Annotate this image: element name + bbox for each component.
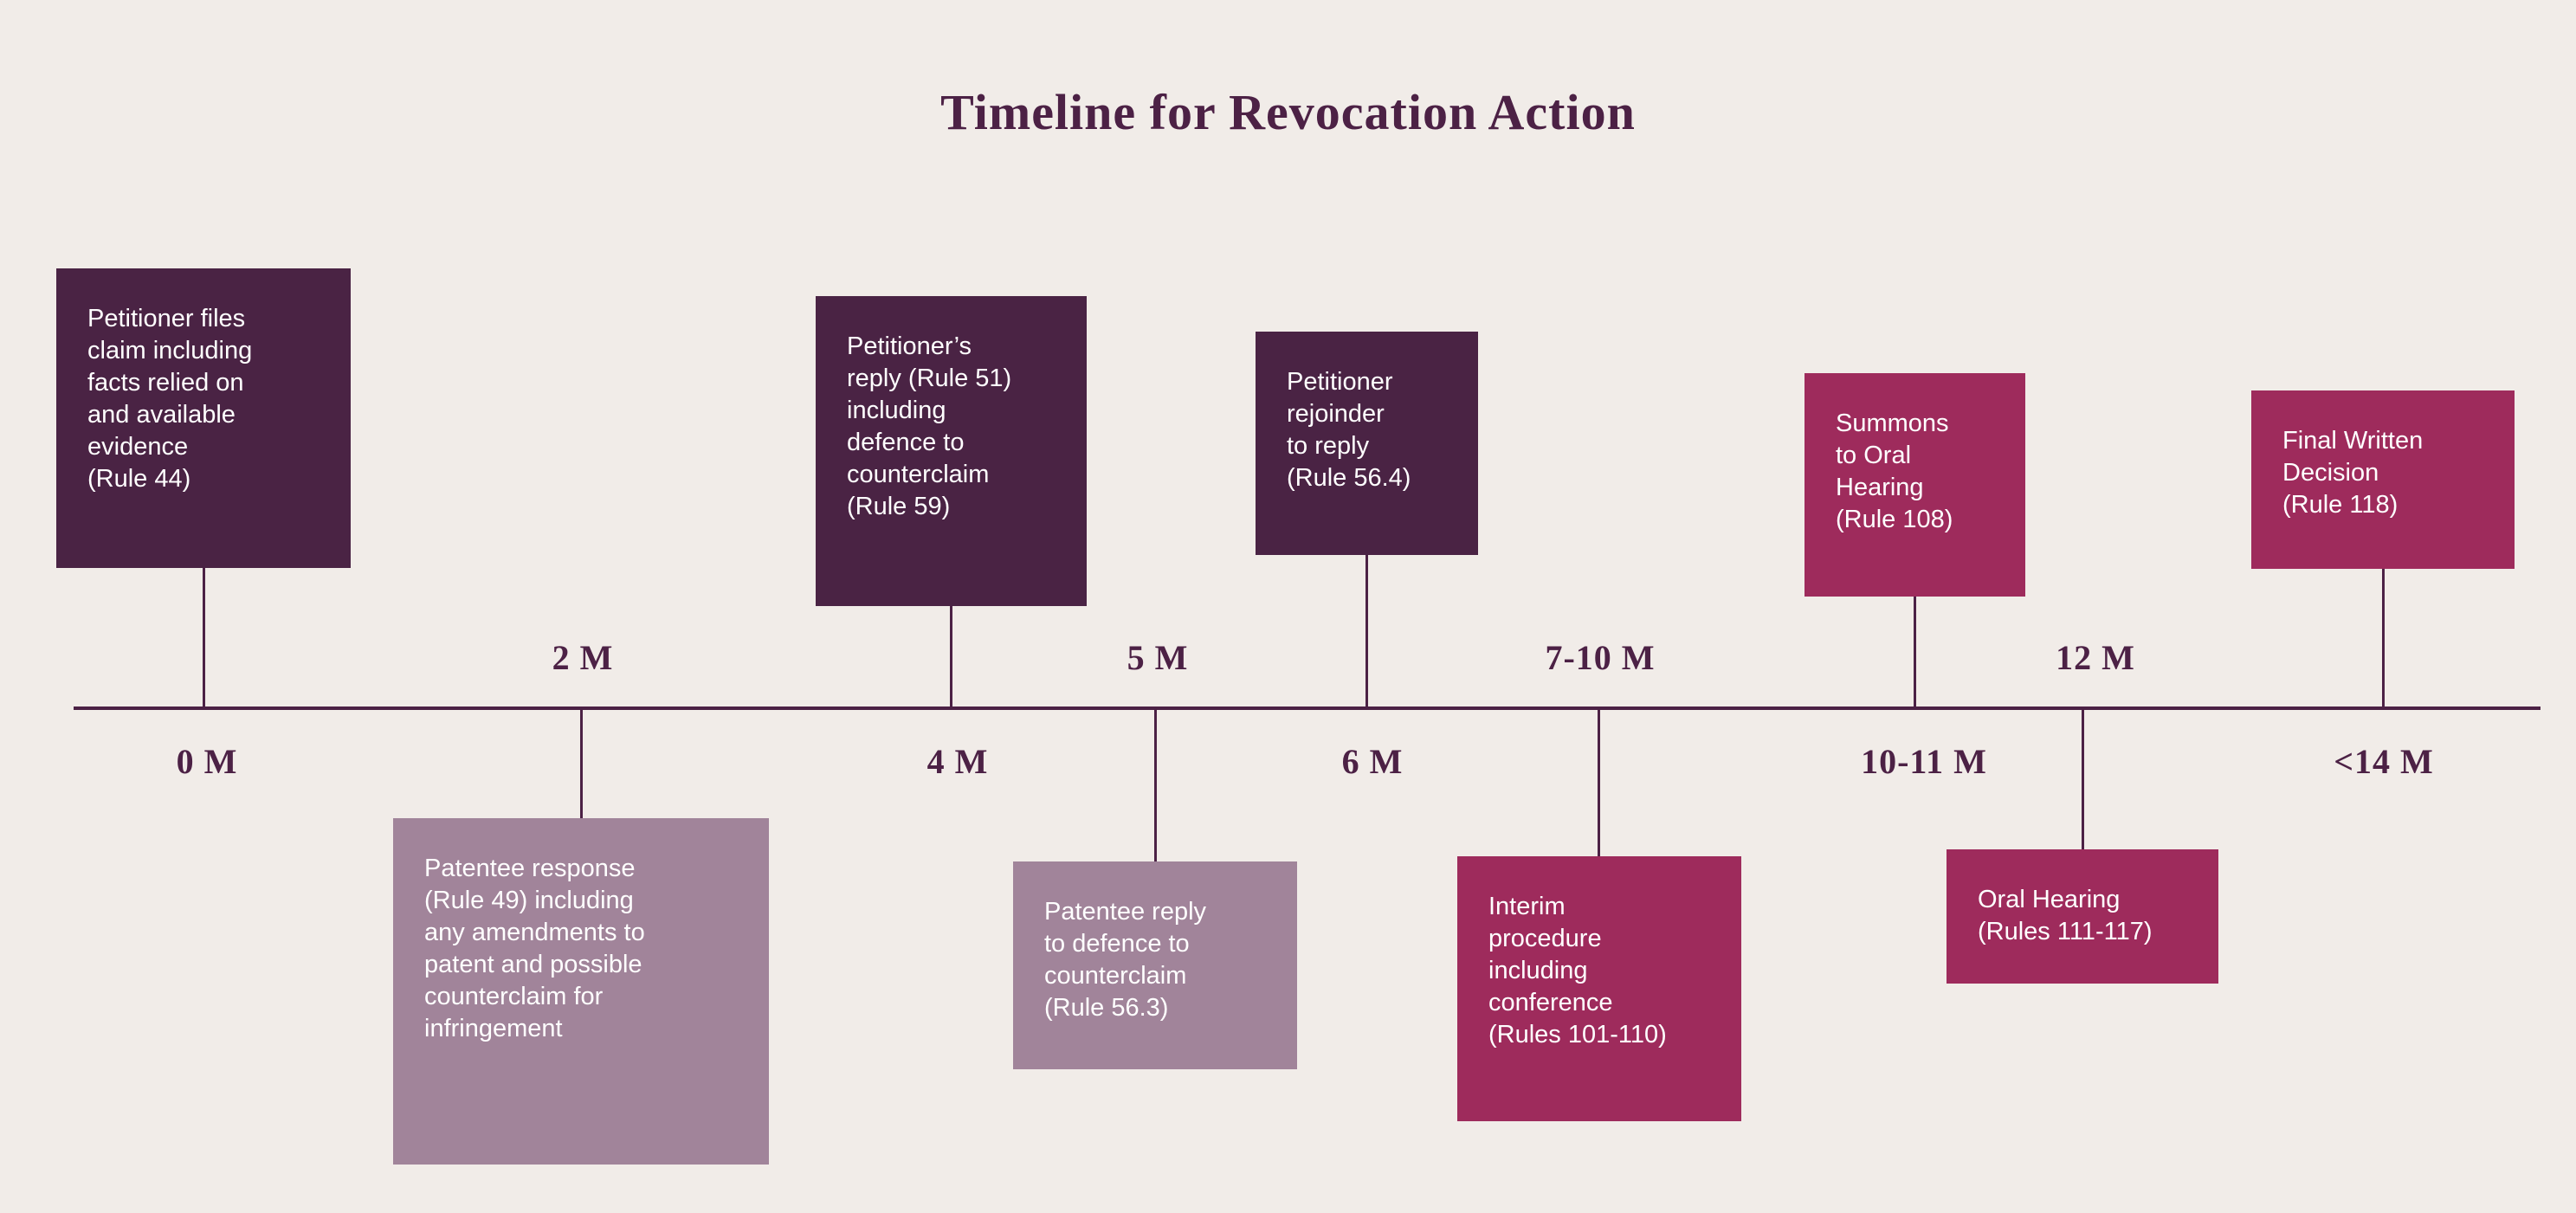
time-marker-5m: 5 M <box>1127 638 1189 677</box>
time-marker-lt14m: <14 M <box>2334 742 2434 781</box>
connector-petitioner-claim <box>203 568 205 708</box>
time-marker-10-11m: 10-11 M <box>1861 742 1987 781</box>
event-box-summons-oral-hearing: Summons to Oral Hearing (Rule 108) <box>1804 373 2025 597</box>
event-box-petitioner-rejoinder: Petitioner rejoinder to reply (Rule 56.4… <box>1256 332 1478 555</box>
event-box-petitioner-claim: Petitioner files claim including facts r… <box>56 268 351 568</box>
connector-final-written-decision <box>2382 569 2385 708</box>
connector-oral-hearing <box>2082 708 2084 849</box>
connector-patentee-reply <box>1154 708 1157 861</box>
time-marker-12m: 12 M <box>2056 638 2135 677</box>
time-marker-6m: 6 M <box>1341 742 1404 781</box>
connector-petitioner-reply <box>950 606 952 708</box>
page-title: Timeline for Revocation Action <box>940 84 1636 140</box>
event-box-patentee-response: Patentee response (Rule 49) including an… <box>393 818 769 1165</box>
timeline-axis <box>74 707 2540 710</box>
event-box-petitioner-reply: Petitioner’s reply (Rule 51) including d… <box>816 296 1087 606</box>
time-marker-0m: 0 M <box>176 742 238 781</box>
time-marker-7-10m: 7-10 M <box>1545 638 1656 677</box>
connector-interim-procedure <box>1598 708 1600 856</box>
event-box-patentee-reply: Patentee reply to defence to counterclai… <box>1013 861 1297 1069</box>
connector-petitioner-rejoinder <box>1365 555 1368 708</box>
connector-summons-oral-hearing <box>1914 597 1916 708</box>
connector-patentee-response <box>580 708 583 818</box>
event-box-oral-hearing: Oral Hearing (Rules 111-117) <box>1947 849 2218 984</box>
time-marker-2m: 2 M <box>552 638 614 677</box>
event-box-final-written-decision: Final Written Decision (Rule 118) <box>2251 390 2515 569</box>
time-marker-4m: 4 M <box>926 742 989 781</box>
event-box-interim-procedure: Interim procedure including conference (… <box>1457 856 1741 1121</box>
